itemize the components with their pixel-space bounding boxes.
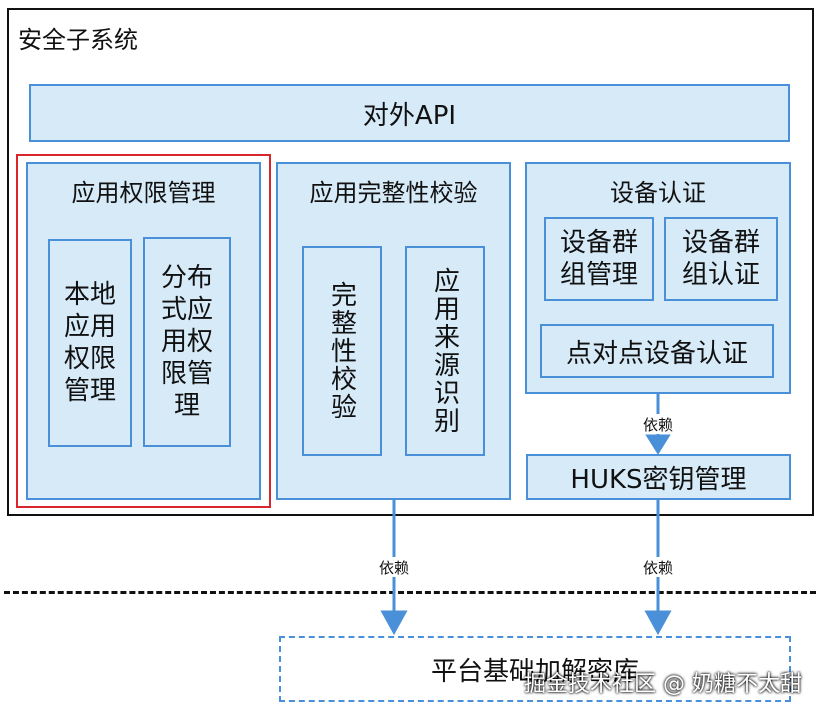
p2p-device-auth-box: 点对点设备认证 [540,324,774,378]
platform-crypto-library: 平台基础加解密库 [279,636,791,702]
dependency-label-huks-platform: 依赖 [636,557,680,577]
device-group-auth-box: 设备群组认证 [664,217,778,301]
integrity-check-box: 完整性校验 [302,246,382,456]
external-api-bar: 对外API [29,84,790,142]
subsystem-title: 安全子系统 [18,26,138,54]
device-group-manage-box: 设备群组管理 [544,217,654,301]
distributed-permission-box: 分布式应用权限管理 [143,237,231,447]
local-permission-box: 本地应用权限管理 [48,239,132,447]
highlight-frame [16,154,271,508]
huks-key-management-box: HUKS密钥管理 [526,454,791,500]
integrity-check-label: 完整性校验 [326,281,357,421]
boundary-dashed-line [4,591,816,594]
dependency-label-device-huks: 依赖 [636,414,680,434]
watermark-text: 掘金技术社区 @ 奶糖不太甜 [524,672,802,697]
device-auth-to-huks-arrowhead [645,434,671,455]
device-auth-module-title: 设备认证 [610,178,706,207]
source-identify-box: 应用来源识别 [405,246,485,456]
dependency-label-integrity-platform: 依赖 [372,557,416,577]
source-identify-label: 应用来源识别 [429,267,460,435]
integrity-module-title: 应用完整性校验 [309,178,478,207]
integrity-to-platform-arrowhead [380,610,408,636]
huks-to-platform-arrowhead [644,610,672,636]
permission-module-title: 应用权限管理 [71,178,216,207]
